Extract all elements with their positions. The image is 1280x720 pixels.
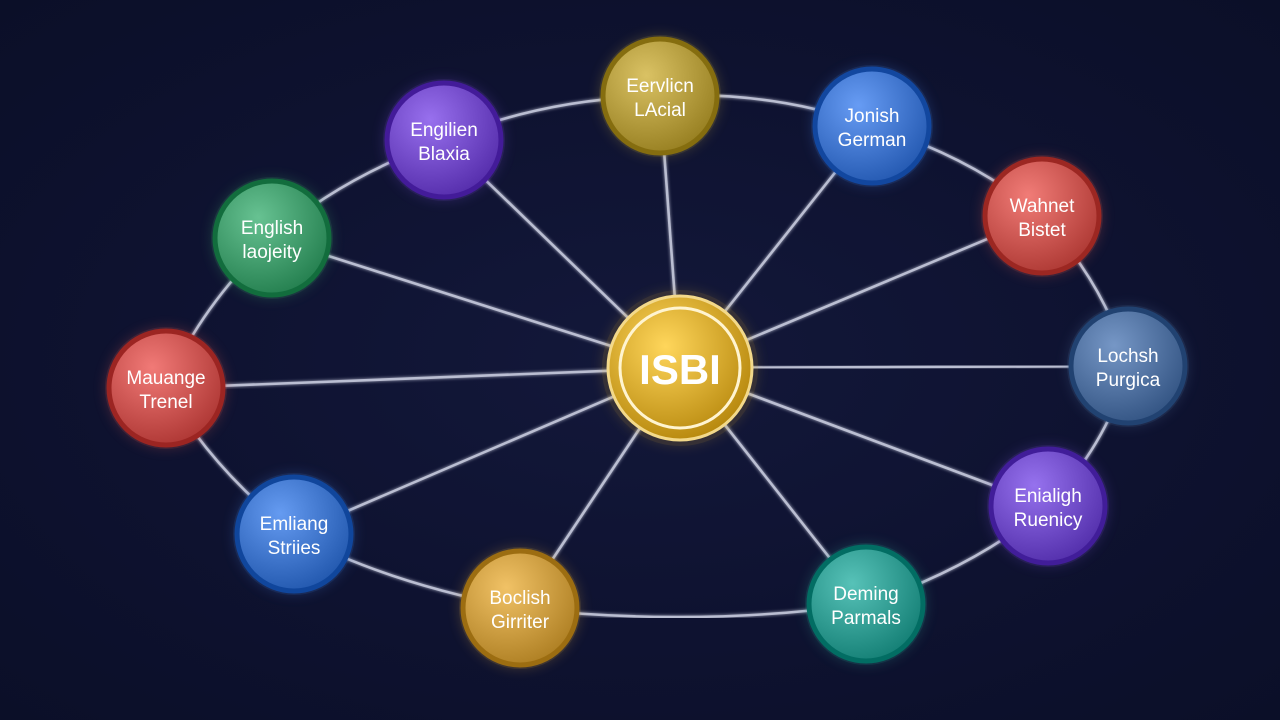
node-circle bbox=[1068, 306, 1188, 426]
node-label-line2: Bistet bbox=[1018, 220, 1066, 241]
node-label-line1: Boclish bbox=[489, 588, 550, 609]
hub-node[interactable]: ISBI bbox=[602, 290, 758, 446]
node-circle bbox=[106, 328, 226, 448]
node-circle bbox=[988, 446, 1108, 566]
node-circle bbox=[460, 548, 580, 668]
language-node[interactable]: English laojeity bbox=[211, 177, 333, 299]
node-label-line1: Emliang bbox=[260, 514, 329, 535]
node-label-line2: Girriter bbox=[491, 612, 550, 633]
node-label-line2: Striies bbox=[268, 538, 321, 559]
node-label-line2: Ruenicy bbox=[1014, 510, 1083, 531]
node-label-line1: Mauange bbox=[126, 368, 205, 389]
node-label-line2: German bbox=[838, 130, 907, 151]
node-label-line2: Purgica bbox=[1096, 370, 1161, 391]
node-circle bbox=[212, 178, 332, 298]
node-label-line2: LAcial bbox=[634, 100, 686, 121]
node-label-line2: Parmals bbox=[831, 608, 901, 629]
node-circle bbox=[234, 474, 354, 594]
node-circle bbox=[806, 544, 926, 664]
node-label-line1: Wahnet bbox=[1010, 196, 1075, 217]
node-label-line2: laojeity bbox=[242, 242, 302, 263]
node-label-line1: Enialigh bbox=[1014, 486, 1082, 507]
node-circle bbox=[812, 66, 932, 186]
hub-label: ISBI bbox=[639, 346, 721, 393]
node-circle bbox=[982, 156, 1102, 276]
hub-inner-ring bbox=[618, 306, 742, 430]
node-label-line1: Jonish bbox=[845, 106, 900, 127]
node-label-line1: Eervlicn bbox=[626, 76, 694, 97]
node-label-line2: Trenel bbox=[139, 392, 192, 413]
node-label-line1: English bbox=[241, 218, 303, 239]
node-label-line2: Blaxia bbox=[418, 144, 470, 165]
node-label-line1: Deming bbox=[833, 584, 898, 605]
node-circle bbox=[600, 36, 720, 156]
spoke-link bbox=[165, 366, 681, 390]
node-circle bbox=[384, 80, 504, 200]
node-label-line1: Lochsh bbox=[1097, 346, 1158, 367]
node-label-line1: Engilien bbox=[410, 120, 478, 141]
hub-circle bbox=[606, 294, 754, 442]
